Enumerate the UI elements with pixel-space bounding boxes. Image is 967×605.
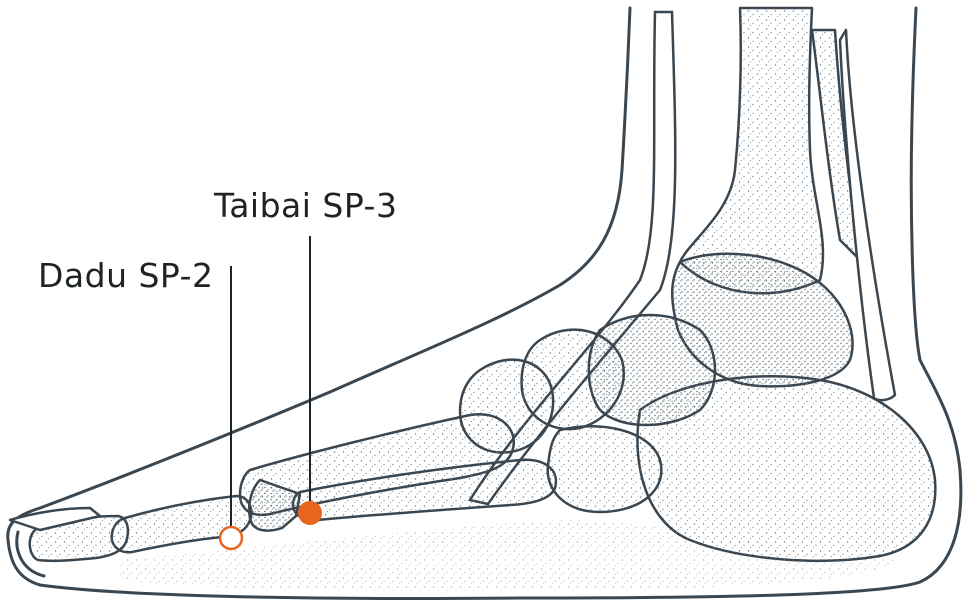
taibai-point-label: Taibai SP-3 [214,186,398,225]
metatarsal-bones [238,412,558,532]
tibia-fibula [678,6,897,402]
taibai-point-marker[interactable] [298,501,322,525]
dadu-point-label: Dadu SP-2 [38,256,214,295]
heel-and-tarsal-bones [458,252,937,562]
skin-outline [6,6,963,600]
dadu-point-marker[interactable] [218,525,244,551]
toe-phalanges [8,494,253,563]
leader-lines [230,236,311,532]
sole-tissue [120,520,900,591]
